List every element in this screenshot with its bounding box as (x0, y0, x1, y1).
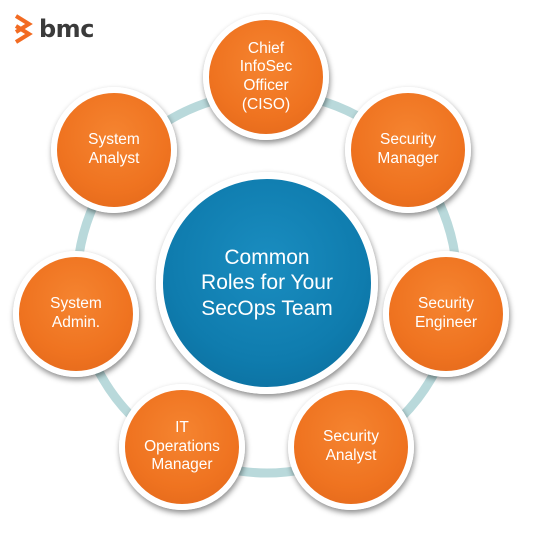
center-label: Common Roles for Your SecOps Team (201, 246, 333, 320)
brand-logo: bmc (12, 12, 94, 46)
role-label: System Analyst (88, 131, 140, 167)
role-label: Security Analyst (323, 428, 379, 464)
brand-name: bmc (39, 15, 94, 43)
role-system-analyst: System Analyst (51, 87, 177, 213)
role-label: IT Operations Manager (144, 419, 220, 474)
role-security-engineer: Security Engineer (383, 251, 509, 377)
bmc-logo-icon (14, 14, 33, 44)
role-label: Security Engineer (414, 295, 478, 331)
role-security-manager: Security Manager (345, 87, 471, 213)
role-label: Security Manager (377, 131, 439, 167)
center-topic: Common Roles for Your SecOps Team (156, 172, 378, 394)
role-label: Chief InfoSec Officer (CISO) (239, 39, 293, 113)
role-it-operations-manager: IT Operations Manager (119, 384, 245, 510)
role-security-analyst: Security Analyst (288, 384, 414, 510)
role-label: System Admin. (50, 295, 102, 331)
role-ciso: Chief InfoSec Officer (CISO) (203, 14, 329, 140)
role-system-admin: System Admin. (13, 251, 139, 377)
